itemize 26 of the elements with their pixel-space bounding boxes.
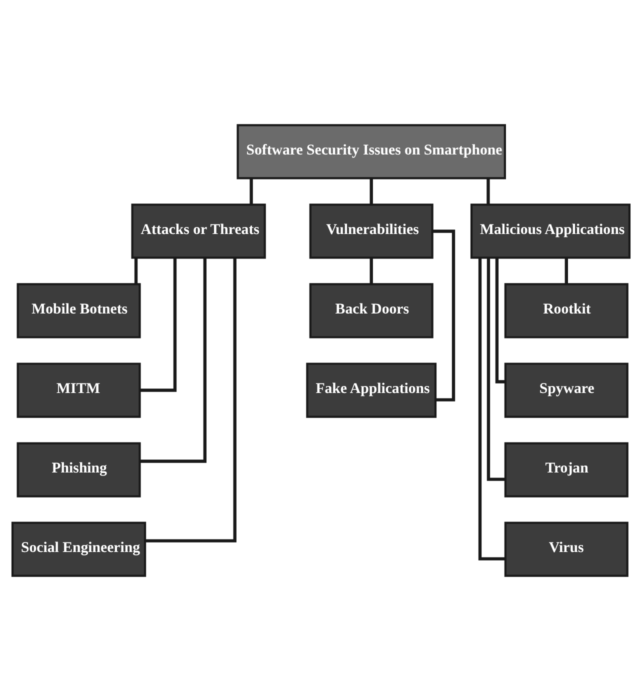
connector xyxy=(134,258,138,284)
node-box: Spyware xyxy=(504,362,628,418)
node-box: Software Security Issues on Smartphone xyxy=(236,124,506,179)
connector xyxy=(370,178,373,204)
node-box: Back Doors xyxy=(309,282,434,338)
node-box: Attacks or Threats xyxy=(131,203,266,258)
node-box: Vulnerabilities xyxy=(309,203,434,258)
node-box: MITM xyxy=(16,362,141,418)
node-box: Fake Applications xyxy=(306,362,437,418)
connector xyxy=(370,258,373,284)
node-box: Mobile Botnets xyxy=(16,282,141,338)
node-box: Virus xyxy=(504,521,628,576)
connector xyxy=(140,257,177,392)
connector xyxy=(140,258,207,462)
connector xyxy=(145,257,236,542)
node-box: Phishing xyxy=(16,442,141,497)
connector xyxy=(486,257,506,480)
connector xyxy=(564,258,568,284)
node-box: Trojan xyxy=(504,442,628,497)
node-box: Rootkit xyxy=(504,282,628,338)
connector xyxy=(486,178,490,204)
node-box: Social Engineering xyxy=(11,521,146,576)
connector xyxy=(250,178,253,204)
connector xyxy=(478,257,505,560)
node-box: Malicious Applications xyxy=(470,203,631,258)
connector xyxy=(495,257,506,383)
